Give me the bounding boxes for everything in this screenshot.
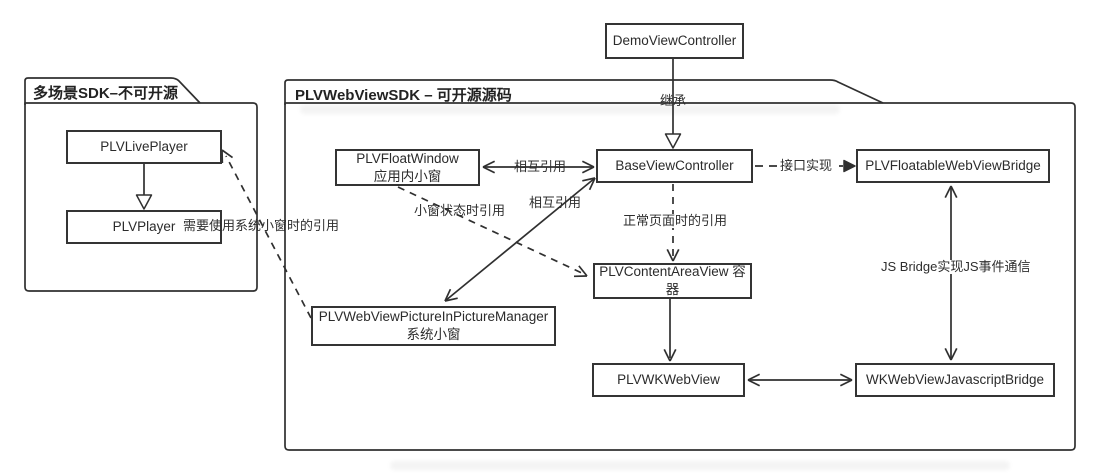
node-demo-view-controller: DemoViewController — [605, 23, 744, 59]
edge-label-mutual-ref-float-window: 相互引用 — [514, 159, 567, 174]
node-plv-floatable-web-view-bridge: PLVFloatableWebViewBridge — [856, 149, 1050, 183]
edge-label-inherit: 继承 — [660, 93, 687, 108]
edge-label-pip-state-ref: 小窗状态时引用 — [414, 203, 506, 218]
node-base-view-controller: BaseViewController — [596, 149, 753, 183]
node-wk-web-view-javascript-bridge: WKWebViewJavascriptBridge — [855, 363, 1055, 397]
edge-label-normal-page-ref: 正常页面时的引用 — [621, 213, 730, 228]
node-plv-wk-web-view: PLVWKWebView — [592, 363, 745, 397]
node-plv-float-window: PLVFloatWindow 应用内小窗 — [335, 149, 480, 186]
node-plv-content-area-view: PLVContentAreaView 容 器 — [593, 263, 752, 299]
node-plv-live-player: PLVLivePlayer — [66, 130, 222, 164]
watermark-ghost-bottom — [390, 461, 1010, 470]
edge-label-system-pip-ref: 需要使用系统小窗时的引用 — [183, 218, 340, 233]
edge-label-js-bridge-comm: JS Bridge实现JS事件通信 — [879, 259, 1033, 274]
edge-label-interface-impl: 接口实现 — [778, 158, 835, 173]
watermark-ghost-top — [300, 105, 840, 114]
package-title-closed-sdk: 多场景SDK–不可开源 — [33, 85, 179, 102]
package-title-open-sdk: PLVWebViewSDK – 可开源源码 — [295, 87, 512, 104]
node-plv-player: PLVPlayer — [66, 210, 222, 244]
edge-label-mutual-ref-pip: 相互引用 — [529, 195, 582, 210]
node-plv-web-view-pip-manager: PLVWebViewPictureInPictureManager 系统小窗 — [311, 306, 556, 346]
